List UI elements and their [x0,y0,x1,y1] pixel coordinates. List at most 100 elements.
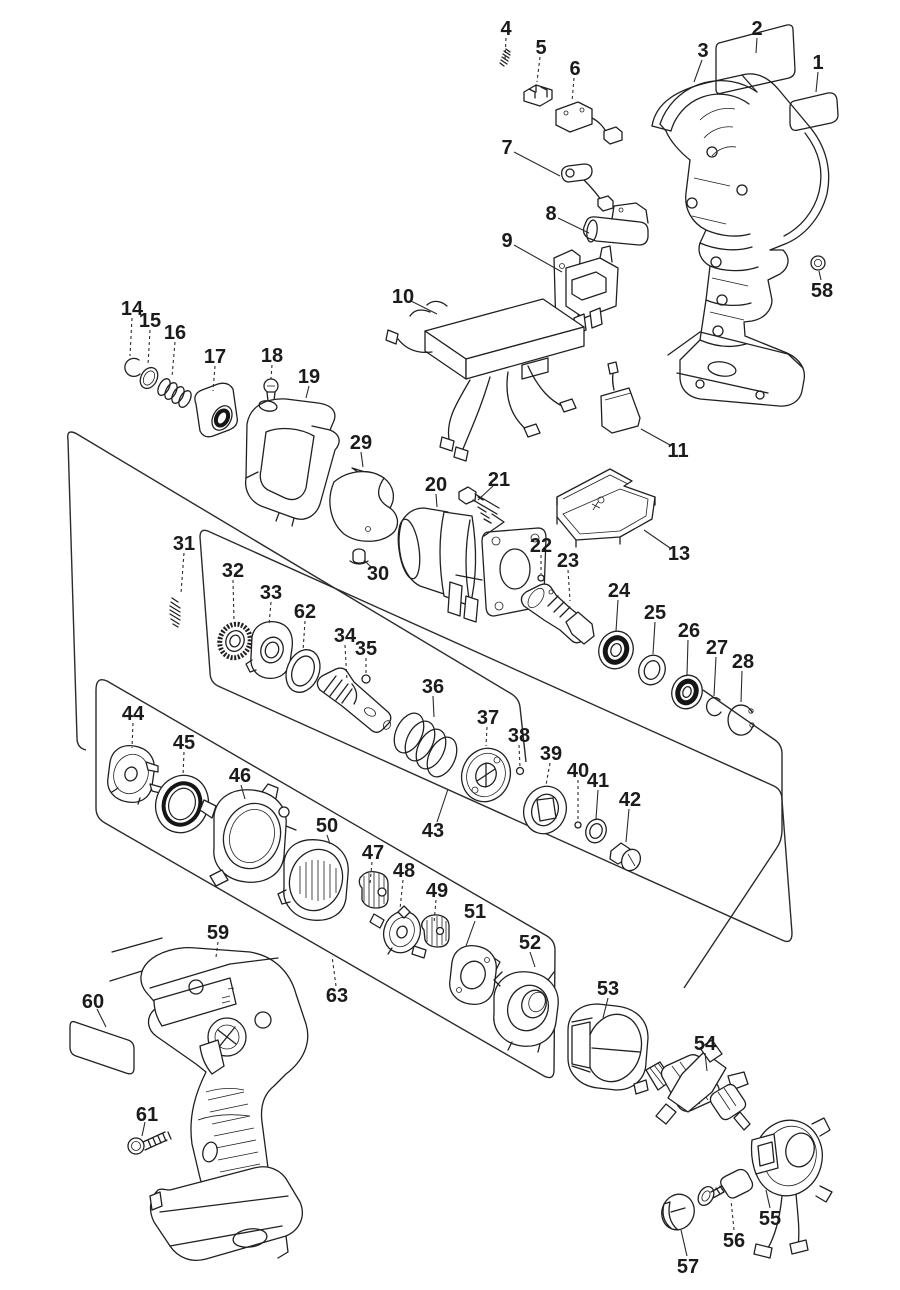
part-label-51: 51 [464,901,486,923]
part-40-ball [574,821,582,829]
leader-line-23 [567,569,571,602]
part-label-58: 58 [811,280,833,302]
part-26-bearing [671,674,703,710]
leader-line-41 [595,789,599,820]
part-6-switch [555,101,623,145]
part-label-46: 46 [229,765,251,787]
leader-line-47 [369,861,373,885]
part-label-3: 3 [697,40,708,62]
leader-line-18 [270,364,273,380]
part-37-washer-plate [460,747,512,803]
leader-line-14 [129,317,133,357]
leader-line-50 [326,834,331,845]
leader-line-51 [465,920,476,947]
part-label-5: 5 [535,37,546,59]
leader-line-27 [713,656,717,697]
part-60-label-plate [69,1020,135,1075]
part-label-30: 30 [367,563,389,585]
part-61-screw [127,1131,172,1155]
leader-line-4 [504,37,507,61]
part-label-59: 59 [207,922,229,944]
part-58-grommet [810,255,826,271]
leader-line-38 [518,744,521,768]
part-label-56: 56 [723,1230,745,1252]
part-label-60: 60 [82,991,104,1013]
leader-line-63 [331,955,337,987]
part-48-carrier [369,905,427,959]
part-label-57: 57 [677,1256,699,1278]
part-41-washer [585,818,607,844]
separator-polyline-left [67,431,527,763]
part-32-gear [217,621,253,661]
part-label-25: 25 [644,602,666,624]
leader-line-30 [363,559,372,568]
part-label-48: 48 [393,860,415,882]
leader-line-1 [815,71,819,93]
part-31-spring [169,597,181,628]
leader-line-33 [268,601,272,626]
part-45-o-ring [154,774,210,834]
part-34-spindle [316,667,392,733]
leader-line-62 [302,620,306,652]
part-50-ring-gear [277,839,349,921]
part-25-ring [638,654,666,686]
part-24-bearing [598,630,634,670]
part-57-cap [661,1193,695,1231]
part-29-bushing [329,467,399,542]
leader-line-26 [686,639,689,676]
assembly-frame-63 [95,678,556,1079]
part-label-4: 4 [500,18,512,40]
leader-line-34 [344,644,348,682]
leader-line-11 [640,428,671,446]
part-18-screw [263,378,279,402]
part-44-cam-plate [107,744,165,805]
leader-line-2 [755,37,758,54]
part-8-capacitor [582,202,649,246]
leader-line-54 [704,1052,708,1072]
part-label-47: 47 [362,842,384,864]
leader-line-13 [643,529,671,549]
part-15-washer [139,366,159,390]
leader-line-3 [693,59,703,83]
part-label-8: 8 [545,203,556,225]
part-22-ball [537,574,545,582]
leader-line-6 [571,77,575,103]
leader-line-37 [485,726,488,747]
part-label-15: 15 [139,310,161,332]
section-separator-lines [67,431,793,1079]
part-label-42: 42 [619,789,641,811]
part-label-35: 35 [355,638,377,660]
leader-line-28 [740,670,743,703]
part-label-9: 9 [501,230,512,252]
part-38-ball [515,766,525,776]
part-label-41: 41 [587,770,609,792]
part-4-spring [499,48,511,67]
part-13-terminal-cover [556,468,656,548]
part-label-45: 45 [173,732,195,754]
part-label-6: 6 [569,58,580,80]
part-label-1: 1 [812,52,823,74]
leader-line-8 [557,217,590,234]
leader-line-61 [141,1121,146,1137]
leader-line-49 [433,899,437,924]
part-label-53: 53 [597,978,619,1000]
part-35-ball [361,674,371,684]
part-59-tool-body [109,937,309,1261]
leader-line-45 [182,751,185,777]
leader-line-17 [212,365,216,392]
part-label-37: 37 [477,707,499,729]
leader-line-5 [536,56,541,83]
leader-line-60 [96,1008,107,1028]
part-label-17: 17 [204,346,226,368]
part-label-2: 2 [751,18,762,40]
part-label-16: 16 [164,322,186,344]
part-label-19: 19 [298,366,320,388]
part-39-retainer [522,785,568,835]
part-7-lamp [560,163,614,212]
part-label-63: 63 [326,985,348,1007]
part-42-screw [609,842,642,872]
part-19-joint-cover [244,398,340,527]
part-3-housing-set [651,73,830,407]
leader-line-31 [180,552,185,594]
